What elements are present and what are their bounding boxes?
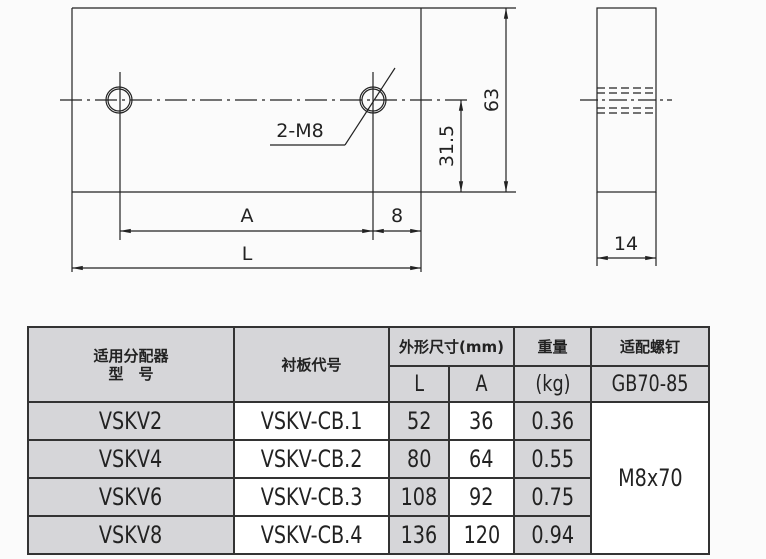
header-model: 适用分配器 型 号 <box>27 326 235 403</box>
l-cell: 108 <box>400 483 438 511</box>
side-view <box>580 7 672 266</box>
header-dimensions: 外形尺寸(mm) <box>387 326 516 367</box>
mounting-hole <box>105 86 133 114</box>
weight-cell: 0.55 <box>531 445 574 473</box>
l-cell: 52 <box>406 407 432 435</box>
header-screw-std: GB70-85 <box>611 371 689 397</box>
l-cell: 80 <box>406 445 432 473</box>
a-cell: 36 <box>469 407 494 435</box>
screw-cell: M8x70 <box>617 464 683 492</box>
table-row: VSKV4 VSKV-CB.2 80 64 0.55 <box>27 439 709 479</box>
hole-label: 2-M8 <box>276 120 323 142</box>
plate-cell: VSKV-CB.1 <box>260 407 363 435</box>
dim-a-label: A <box>241 205 254 227</box>
header-a: A <box>475 371 488 397</box>
header-l: L <box>414 371 424 397</box>
weight-cell: 0.75 <box>531 483 574 511</box>
dim-l-label: L <box>242 243 253 265</box>
header-model-line2: 型 号 <box>108 364 154 383</box>
header-weight-unit: (kg) <box>534 371 571 397</box>
table-row: VSKV8 VSKV-CB.4 136 120 0.94 <box>27 515 709 555</box>
header-weight: 重量 <box>513 326 593 367</box>
header-plate-code: 衬板代号 <box>233 326 390 403</box>
dim-center-height-label: 31.5 <box>436 125 458 167</box>
table-row: VSKV2 VSKV-CB.1 52 36 0.36 M8x70 <box>27 401 711 555</box>
a-cell: 64 <box>469 445 494 473</box>
technical-drawing: 2-M8 A 8 L 31.5 63 14 <box>60 7 672 272</box>
weight-cell: 0.94 <box>531 521 574 549</box>
a-cell: 92 <box>469 483 494 511</box>
model-cell: VSKV6 <box>99 483 163 511</box>
model-cell: VSKV4 <box>99 445 163 473</box>
model-cell: VSKV2 <box>99 407 163 435</box>
l-cell: 136 <box>400 521 438 549</box>
plate-cell: VSKV-CB.2 <box>260 445 363 473</box>
front-view <box>60 7 516 272</box>
header-model-line1: 适用分配器 <box>93 346 169 365</box>
table-row: VSKV6 VSKV-CB.3 108 92 0.75 <box>27 477 709 517</box>
a-cell: 120 <box>463 521 500 549</box>
spec-table: 适用分配器 型 号 衬板代号 外形尺寸(mm) 重量 适配螺钉 L A (kg)… <box>27 326 711 555</box>
header-screw: 适配螺钉 <box>590 326 711 367</box>
dim-thickness-label: 14 <box>614 233 638 255</box>
weight-cell: 0.36 <box>531 407 574 435</box>
plate-cell: VSKV-CB.3 <box>260 483 363 511</box>
plate-cell: VSKV-CB.4 <box>260 521 363 549</box>
dim-edge-label: 8 <box>391 205 403 227</box>
dim-height-label: 63 <box>481 88 503 112</box>
model-cell: VSKV8 <box>99 521 163 549</box>
